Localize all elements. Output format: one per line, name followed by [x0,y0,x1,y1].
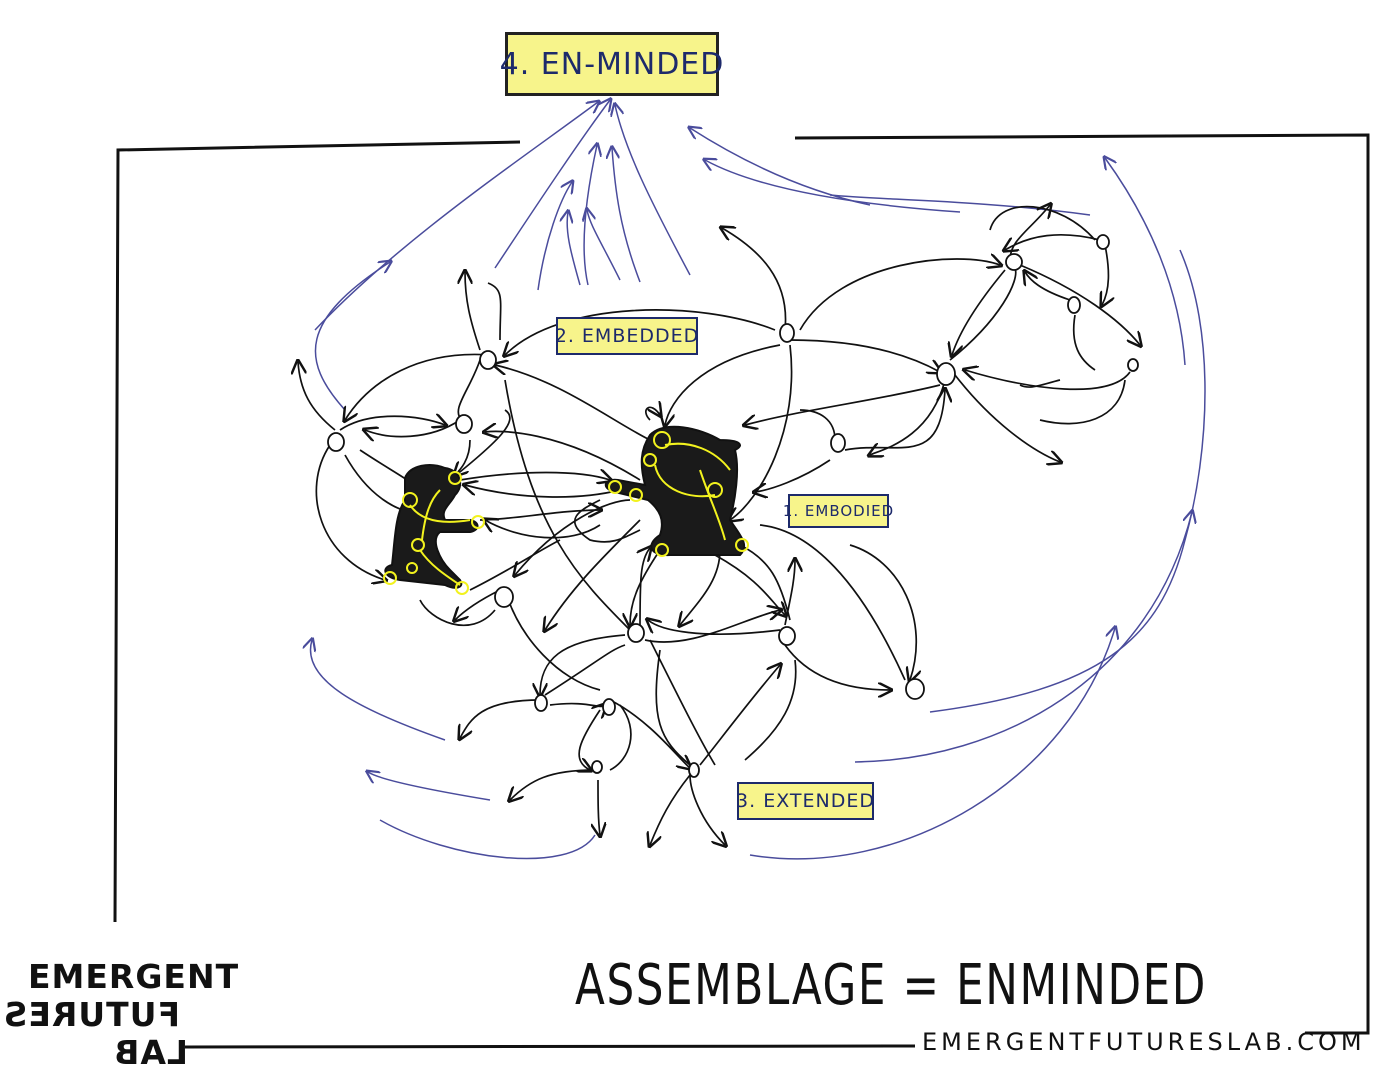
frame [115,135,1368,1047]
node [1097,235,1109,249]
node [1068,297,1080,313]
logo-line-emergent: EMERGENT [28,957,239,996]
label-embodied: 1. EMBODIED [788,494,889,528]
node [495,587,513,607]
node [592,761,602,773]
label-extended: 3. EXTENDED [737,782,874,820]
logo-line-futures: FUTURES [40,995,180,1034]
node [456,415,472,433]
node [780,324,794,342]
node [480,351,496,369]
label-embedded: 2. EMBEDDED [556,317,698,355]
figure-left [384,465,484,594]
node [603,699,615,715]
node [1128,359,1138,371]
label-enminded: 4. EN-MINDED [505,32,719,96]
logo-line-lab: LAB [118,1033,188,1072]
node [937,363,955,385]
site-url: EMERGENTFUTURESLAB.COM [922,1028,1366,1056]
node [535,695,547,711]
node [628,624,644,642]
node [906,679,924,699]
page-title: ASSEMBLAGE = ENMINDED [575,953,1207,1018]
node [779,627,795,645]
node [831,434,845,452]
node [1006,254,1022,270]
node [328,433,344,451]
node [689,763,699,777]
